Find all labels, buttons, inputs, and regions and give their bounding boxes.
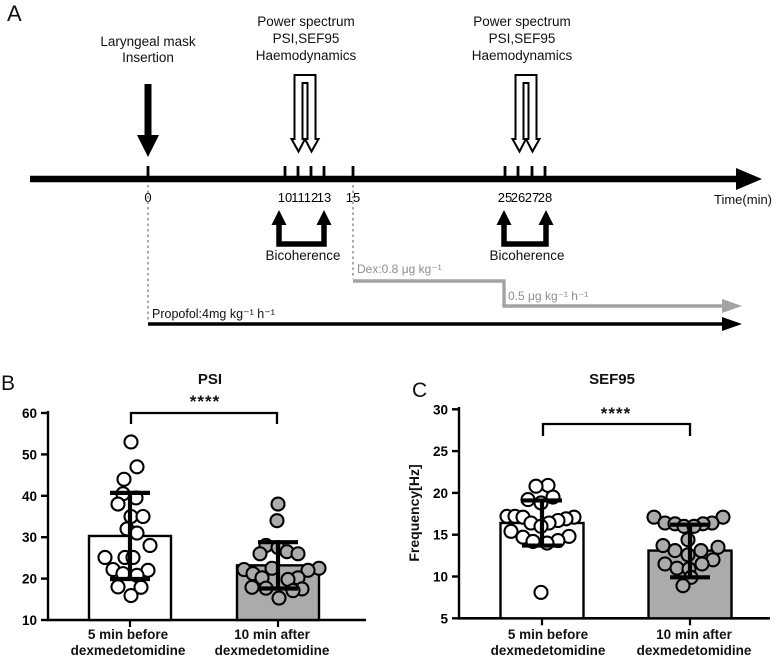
protocol-timeline: 0101112131525262728 xyxy=(30,74,762,331)
significance-bracket xyxy=(541,422,692,436)
power-spectrum-label-1: Power spectrum PSI,SEF95 Haemodynamics xyxy=(255,14,357,63)
data-point xyxy=(269,513,285,529)
data-point xyxy=(693,543,709,559)
data-point xyxy=(503,523,519,539)
psi-group-label-after: 10 min after dexmedetomidine xyxy=(214,627,330,658)
y-tick-label: 30 xyxy=(433,402,448,417)
timeline-tick-label: 11 xyxy=(291,190,305,205)
data-point xyxy=(123,434,139,450)
data-point xyxy=(252,546,268,562)
data-point xyxy=(142,537,158,554)
timeline-ticks: 0101112131525262728 xyxy=(144,166,552,205)
y-tick-label: 20 xyxy=(433,486,448,501)
data-point xyxy=(290,546,306,562)
psi-chart: 10 20 30 40 50 60 xyxy=(22,406,366,628)
power-spectrum-arrows-2 xyxy=(510,74,542,154)
propofol-label: Propofol:4mg kg⁻¹ h⁻¹ xyxy=(152,307,275,321)
data-point xyxy=(123,588,139,604)
panel-c-label: C xyxy=(412,379,428,402)
y-tick-label: 10 xyxy=(22,613,37,628)
y-tick-label: 10 xyxy=(433,570,448,585)
y-tick-label: 5 xyxy=(440,611,448,626)
data-point xyxy=(116,471,132,487)
data-point xyxy=(135,508,151,525)
panel-a-label: A xyxy=(7,1,22,26)
dex-loading-label: Dex:0.8 μg kg⁻¹ xyxy=(357,262,442,276)
timeline-tick-label: 12 xyxy=(304,190,318,205)
bicoherence-bracket-1 xyxy=(271,210,332,247)
data-point xyxy=(694,556,710,572)
y-tick-label: 15 xyxy=(433,528,449,543)
y-tick-label: 60 xyxy=(22,406,37,421)
data-point xyxy=(110,579,126,595)
data-point xyxy=(675,578,691,594)
y-tick-label: 20 xyxy=(22,572,37,587)
y-tick-label: 30 xyxy=(22,530,37,545)
dex-maintenance-label: 0.5 μg kg⁻¹ h⁻¹ xyxy=(508,289,589,303)
data-point xyxy=(710,539,726,555)
sef95-title: SEF95 xyxy=(589,371,635,388)
data-point xyxy=(271,590,287,606)
power-spectrum-label-2: Power spectrum PSI,SEF95 Haemodynamics xyxy=(471,14,573,63)
timeline-tick-label: 28 xyxy=(538,190,552,205)
timeline-tick-label: 25 xyxy=(498,190,512,205)
psi-title: PSI xyxy=(197,371,223,388)
timeline-tick-label: 27 xyxy=(525,190,539,205)
time-axis: 0101112131525262728 xyxy=(30,166,762,205)
data-point xyxy=(300,562,316,578)
data-point xyxy=(97,549,113,566)
data-point xyxy=(110,496,126,512)
data-point xyxy=(129,525,145,541)
bicoherence-bracket-2 xyxy=(496,210,554,247)
y-tick-label: 40 xyxy=(22,489,37,504)
laryngeal-insertion-label: Laryngeal mask Insertion xyxy=(100,34,196,65)
timeline-tick-label: 10 xyxy=(278,190,292,205)
data-point xyxy=(528,478,544,494)
sef95-group-label-before: 5 min before dexmedetomidine xyxy=(490,627,606,658)
sef95-y-axis-label: Frequency[Hz] xyxy=(406,464,422,562)
data-point xyxy=(533,584,549,600)
psi-group-label-before: 5 min before dexmedetomidine xyxy=(70,627,186,658)
data-point xyxy=(270,496,286,512)
timeline-tick-label: 26 xyxy=(511,190,525,205)
psi-significance-stars: **** xyxy=(189,392,221,411)
sef95-chart: 5 10 15 20 25 30 xyxy=(433,402,770,626)
data-point xyxy=(667,543,683,559)
propofol-infusion-line xyxy=(148,317,742,331)
y-tick-label: 25 xyxy=(433,444,449,459)
power-spectrum-arrows-1 xyxy=(289,74,321,154)
time-axis-label: Time(min) xyxy=(714,192,773,207)
significance-bracket xyxy=(129,411,279,424)
panel-b-label: B xyxy=(1,372,16,395)
sef95-significance-stars: **** xyxy=(600,404,632,423)
laryngeal-insertion-arrow xyxy=(137,84,159,157)
bicoherence-label-1: Bicoherence xyxy=(265,248,341,263)
dex-infusion-line xyxy=(353,279,742,313)
bicoherence-label-2: Bicoherence xyxy=(489,248,565,263)
data-point xyxy=(244,579,260,595)
timeline-tick-label: 13 xyxy=(317,190,331,205)
y-tick-label: 50 xyxy=(22,447,37,462)
sef95-group-label-after: 10 min after dexmedetomidine xyxy=(636,627,752,658)
data-point xyxy=(129,459,145,475)
